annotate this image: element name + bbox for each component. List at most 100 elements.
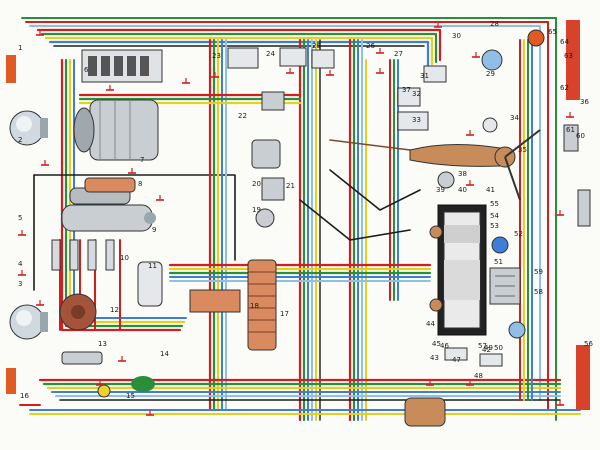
ground-symbol — [18, 270, 26, 276]
label-58: 58 — [534, 288, 543, 296]
label-31: 31 — [420, 72, 429, 80]
label-21: 21 — [286, 182, 295, 190]
ground-symbol — [426, 380, 434, 386]
ground-symbols — [18, 22, 574, 416]
gauge-52 — [491, 236, 509, 254]
label-40: 40 — [458, 186, 467, 194]
generator — [73, 99, 159, 161]
label-25: 25 — [312, 42, 321, 50]
label-46: 46 — [440, 342, 449, 350]
label-39: 39 — [436, 186, 445, 194]
label-27: 27 — [394, 50, 403, 58]
label-8: 8 — [138, 180, 142, 188]
label-36: 36 — [580, 98, 589, 106]
lamp-34 — [482, 117, 498, 133]
lamp-29 — [481, 49, 503, 71]
label-47: 47 — [452, 356, 461, 364]
relay-20 — [261, 177, 285, 201]
steering-column — [409, 129, 541, 201]
ground-symbol — [376, 48, 384, 54]
label-13: 13 — [98, 340, 107, 348]
label-12: 12 — [110, 306, 119, 314]
label-19: 19 — [252, 206, 261, 214]
label-54: 54 — [490, 212, 499, 220]
label-60: 60 — [576, 132, 585, 140]
label-7: 7 — [140, 156, 144, 164]
label-23: 23 — [212, 52, 221, 60]
ground-symbol — [118, 356, 126, 362]
label-52: 52 — [514, 230, 523, 238]
label-24: 24 — [266, 50, 275, 58]
label-56: 56 — [584, 340, 593, 348]
ground-symbol — [466, 130, 474, 136]
label-48: 48 — [474, 372, 483, 380]
label-5: 5 — [18, 214, 22, 222]
ground-symbol — [96, 380, 104, 386]
label-16: 16 — [20, 392, 29, 400]
label-29: 29 — [486, 70, 495, 78]
ground-symbol — [36, 300, 44, 306]
label-6: 6 — [84, 66, 89, 74]
unit-61 — [577, 189, 591, 227]
ground-symbol — [466, 180, 474, 186]
unit-33 — [397, 111, 429, 131]
switch-panel-right — [489, 267, 521, 305]
ground-symbol — [146, 410, 154, 416]
label-44: 44 — [426, 320, 435, 328]
label-65: 65 — [548, 28, 557, 36]
ground-symbol — [156, 195, 164, 201]
label-3: 3 — [18, 280, 22, 288]
washer-pump — [131, 376, 155, 392]
label-63: 63 — [564, 52, 573, 60]
label-64: 64 — [560, 38, 569, 46]
label-37: 37 — [402, 86, 411, 94]
connector-bottom — [404, 397, 446, 427]
component-25 — [311, 49, 335, 69]
relay-48 — [479, 353, 503, 367]
lamp-65 — [527, 29, 545, 47]
ground-symbol — [182, 78, 190, 84]
label-22: 22 — [238, 112, 247, 120]
label-9: 9 — [152, 226, 156, 234]
ground-symbol — [18, 230, 26, 236]
headlamp-top-left — [9, 110, 48, 146]
components — [6, 20, 591, 427]
label-11: 11 — [148, 262, 157, 270]
label-26: 26 — [366, 42, 375, 50]
label-1: 1 — [18, 44, 22, 52]
component-23 — [227, 47, 259, 69]
label-38: 38 — [458, 170, 467, 178]
label-57: 57 — [478, 342, 487, 350]
headlamp-bottom-left — [9, 304, 48, 340]
ground-symbol — [556, 400, 564, 406]
label-49: 49 — [484, 344, 493, 352]
label-15: 15 — [126, 392, 135, 400]
ground-symbol — [286, 68, 294, 74]
relay-31 — [423, 65, 447, 83]
ground-symbol — [326, 70, 334, 76]
label-34: 34 — [510, 114, 519, 122]
label-55: 55 — [490, 200, 499, 208]
ground-symbol — [472, 52, 480, 58]
label-62: 62 — [560, 84, 569, 92]
relay-32 — [397, 87, 421, 107]
label-33: 33 — [412, 116, 421, 124]
label-30: 30 — [452, 32, 461, 40]
ground-symbol — [128, 168, 136, 174]
lamp-53 — [508, 321, 526, 339]
ignition-coil — [137, 261, 163, 307]
junction-block-lower — [189, 289, 241, 313]
label-59: 59 — [534, 268, 543, 276]
ground-symbol — [466, 380, 474, 386]
ground-symbol — [556, 210, 564, 216]
unit-60 — [563, 124, 579, 152]
label-35: 35 — [518, 146, 527, 154]
horn — [61, 351, 103, 365]
side-lamp-bottom-left — [6, 368, 16, 394]
label-41: 41 — [486, 186, 495, 194]
label-51: 51 — [494, 258, 503, 266]
rear-lamp-bottom-right — [576, 345, 590, 410]
label-43: 43 — [430, 354, 439, 362]
